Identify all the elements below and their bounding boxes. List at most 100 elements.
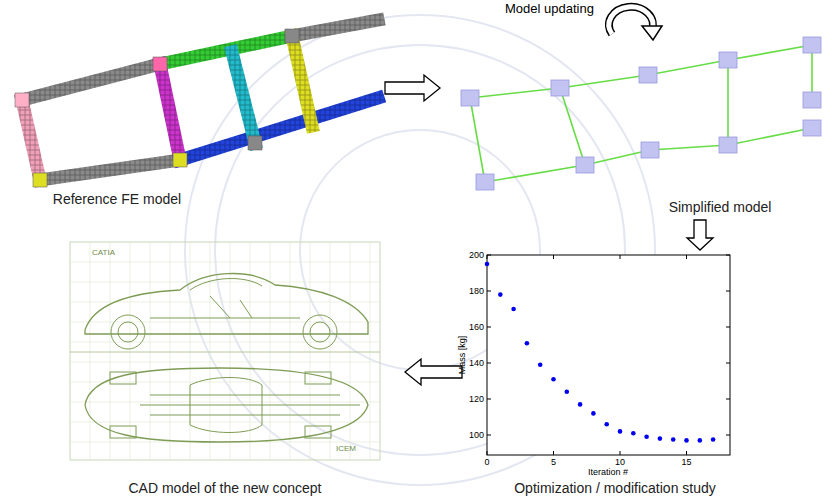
panel-caption: Reference FE model bbox=[53, 191, 181, 207]
tick-label: 5 bbox=[551, 457, 556, 467]
data-point bbox=[671, 437, 676, 442]
data-point bbox=[551, 377, 556, 382]
cad-grid bbox=[90, 242, 91, 460]
frame-joint bbox=[285, 29, 299, 43]
cad-grid bbox=[350, 242, 351, 460]
y-tick bbox=[726, 291, 730, 292]
cycle-arrow bbox=[609, 7, 662, 40]
cad-grid bbox=[70, 282, 380, 283]
beam-element bbox=[728, 128, 812, 145]
data-point bbox=[698, 438, 703, 443]
frame-beam bbox=[160, 64, 180, 160]
cad-grid bbox=[370, 242, 371, 460]
data-point bbox=[658, 436, 663, 441]
data-point bbox=[538, 363, 543, 368]
y-tick bbox=[487, 399, 491, 400]
y-tick bbox=[726, 363, 730, 364]
frame-joint bbox=[173, 153, 187, 167]
figure-panel: Reference FE model bbox=[10, 15, 385, 210]
y-tick bbox=[487, 255, 491, 256]
joint-element bbox=[551, 80, 569, 96]
panel-caption: Simplified model bbox=[669, 199, 772, 215]
x-tick bbox=[487, 451, 488, 455]
joint-element bbox=[803, 37, 821, 53]
joint-element bbox=[461, 90, 479, 106]
mass-chart bbox=[485, 255, 730, 455]
frame-mesh bbox=[22, 64, 160, 100]
data-point bbox=[618, 429, 623, 434]
software-logo: ICEM bbox=[336, 444, 356, 453]
tick-label: 10 bbox=[615, 457, 625, 467]
frame-beam bbox=[232, 52, 255, 143]
y-tick bbox=[726, 327, 730, 328]
joint-element bbox=[476, 174, 494, 190]
joint-element bbox=[639, 67, 657, 83]
x-tick bbox=[686, 255, 687, 259]
software-logo: CATIA bbox=[92, 248, 115, 257]
data-point bbox=[485, 262, 490, 267]
x-tick bbox=[686, 451, 687, 455]
beam-element bbox=[560, 75, 648, 88]
cad-grid bbox=[290, 242, 291, 460]
x-tick bbox=[620, 451, 621, 455]
y-tick bbox=[487, 435, 491, 436]
cad-grid bbox=[70, 402, 380, 403]
cad-grid bbox=[70, 362, 380, 363]
figure-panel: Simplified model bbox=[440, 40, 830, 220]
cad-drawing bbox=[70, 242, 380, 460]
frame-beam bbox=[22, 64, 160, 100]
joint-element bbox=[641, 142, 659, 158]
frame-mesh bbox=[180, 98, 378, 160]
axis-label: Mass [kg] bbox=[457, 336, 467, 375]
block-arrow bbox=[385, 75, 440, 101]
panel-caption: CAD model of the new concept bbox=[129, 480, 322, 496]
cad-grid bbox=[150, 242, 151, 460]
block-arrow bbox=[405, 359, 462, 385]
data-point bbox=[565, 390, 570, 395]
panel-caption: Optimization / modification study bbox=[514, 480, 716, 496]
joint-element bbox=[576, 157, 594, 173]
joint-element bbox=[803, 92, 821, 108]
tick-label: 180 bbox=[469, 286, 484, 296]
frame-beam bbox=[22, 100, 40, 180]
frame-mesh bbox=[292, 36, 312, 126]
tick-label: 140 bbox=[469, 358, 484, 368]
frame-beam bbox=[40, 160, 180, 180]
tick-label: 160 bbox=[469, 322, 484, 332]
joint-element bbox=[719, 52, 737, 68]
beam-element bbox=[728, 45, 812, 60]
data-point bbox=[511, 307, 516, 312]
axis-label: Iteration # bbox=[588, 467, 628, 477]
cad-grid bbox=[170, 242, 171, 460]
data-point bbox=[591, 411, 596, 416]
beam-element bbox=[585, 150, 650, 165]
x-tick bbox=[620, 255, 621, 259]
y-tick bbox=[726, 435, 730, 436]
data-point bbox=[644, 435, 649, 440]
frame-mesh bbox=[22, 100, 40, 180]
y-tick bbox=[487, 291, 491, 292]
data-point bbox=[578, 402, 583, 407]
process-label: Model updating bbox=[505, 1, 594, 16]
beam-element bbox=[648, 60, 728, 75]
block-arrow bbox=[687, 220, 713, 250]
frame-mesh bbox=[160, 64, 180, 160]
fe-frame bbox=[15, 20, 378, 187]
frame-mesh bbox=[40, 160, 180, 180]
frame-joint bbox=[15, 93, 29, 107]
beam-model bbox=[461, 37, 821, 190]
y-tick bbox=[487, 327, 491, 328]
frame-beam bbox=[292, 36, 312, 126]
cad-grid bbox=[310, 242, 311, 460]
beam-element bbox=[470, 88, 560, 98]
data-point bbox=[684, 438, 689, 443]
frame-mesh bbox=[232, 52, 255, 143]
data-point bbox=[525, 341, 530, 346]
data-point bbox=[604, 422, 609, 427]
cad-grid bbox=[70, 422, 380, 423]
frame-joint bbox=[153, 57, 167, 71]
joint-element bbox=[803, 120, 821, 136]
y-tick bbox=[487, 363, 491, 364]
cad-grid bbox=[270, 242, 271, 460]
